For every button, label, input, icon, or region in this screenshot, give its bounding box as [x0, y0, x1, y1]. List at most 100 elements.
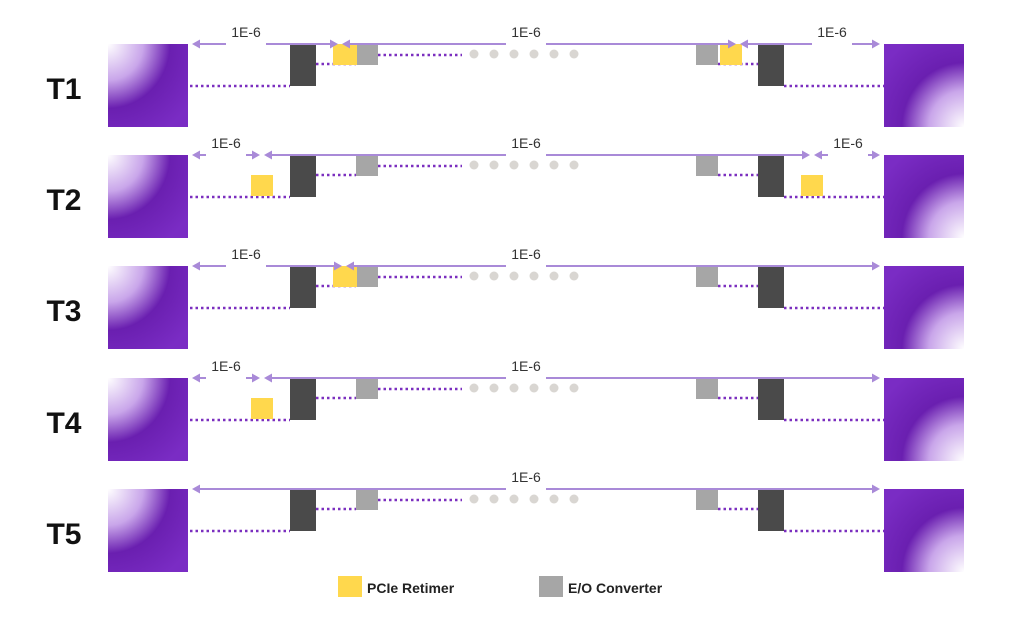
- arrow-head-icon: [346, 261, 354, 271]
- fiber-dot: [469, 49, 479, 59]
- fiber-dot: [529, 49, 539, 59]
- link-label: 1E-6: [211, 135, 241, 151]
- fiber-dot: [509, 383, 519, 393]
- arrow-head-icon: [814, 150, 822, 160]
- arrow-head-icon: [872, 484, 880, 494]
- arrow-head-icon: [802, 150, 810, 160]
- eo-converter-right: [696, 489, 718, 510]
- link-label: 1E-6: [511, 246, 541, 262]
- link-label: 1E-6: [231, 24, 261, 40]
- legend: PCIe Retimer E/O Converter: [338, 576, 663, 597]
- eo-converter-right: [696, 266, 718, 287]
- arrow-head-icon: [330, 39, 338, 49]
- row-label-t4: T4: [46, 407, 81, 440]
- link-label: 1E-6: [511, 358, 541, 374]
- left-node-icon: [108, 378, 188, 461]
- left-node-icon: [108, 266, 188, 349]
- eo-converter-left: [356, 44, 378, 65]
- arrow-head-icon: [192, 373, 200, 383]
- arrow-head-icon: [342, 39, 350, 49]
- left-node-icon: [108, 44, 188, 127]
- fiber-dot: [529, 383, 539, 393]
- arrow-head-icon: [192, 261, 200, 271]
- fiber-dot: [569, 494, 579, 504]
- fiber-dot: [549, 160, 559, 170]
- link-label: 1E-6: [511, 24, 541, 40]
- fiber-dot: [489, 383, 499, 393]
- retimer-outer-left: [251, 398, 273, 419]
- retimer-outer-left: [251, 175, 273, 196]
- fiber-dot: [489, 271, 499, 281]
- link-label: 1E-6: [833, 135, 863, 151]
- link-label: 1E-6: [511, 135, 541, 151]
- eo-converter-left: [356, 489, 378, 510]
- eo-converter-right: [696, 44, 718, 65]
- fiber-dot: [549, 49, 559, 59]
- arrow-head-icon: [872, 373, 880, 383]
- fiber-dot: [509, 160, 519, 170]
- left-node-icon: [108, 155, 188, 238]
- retimer-inner-left: [333, 266, 357, 287]
- arrow-head-icon: [872, 261, 880, 271]
- switch-block-right: [758, 266, 784, 308]
- row-label-t1: T1: [46, 73, 81, 106]
- arrow-head-icon: [740, 39, 748, 49]
- switch-block-left: [290, 155, 316, 197]
- arrow-head-icon: [872, 39, 880, 49]
- fiber-dot: [569, 383, 579, 393]
- arrow-head-icon: [192, 39, 200, 49]
- row-label-t3: T3: [46, 295, 81, 328]
- eo-converter-left: [356, 378, 378, 399]
- legend-swatch-eo-converter: [539, 576, 563, 597]
- fiber-dot: [489, 160, 499, 170]
- switch-block-left: [290, 489, 316, 531]
- left-node-icon: [108, 489, 188, 572]
- eo-converter-left: [356, 155, 378, 176]
- arrow-head-icon: [192, 484, 200, 494]
- eo-converter-right: [696, 378, 718, 399]
- eo-converter-right: [696, 155, 718, 176]
- switch-block-right: [758, 155, 784, 197]
- link-label: 1E-6: [211, 358, 241, 374]
- right-node-icon: [884, 378, 964, 461]
- fiber-dot: [489, 494, 499, 504]
- switch-block-right: [758, 44, 784, 86]
- arrow-head-icon: [334, 261, 342, 271]
- row-label-t5: T5: [46, 518, 81, 551]
- fiber-dot: [549, 383, 559, 393]
- fiber-dot: [469, 160, 479, 170]
- arrow-head-icon: [252, 373, 260, 383]
- arrow-head-icon: [192, 150, 200, 160]
- fiber-dot: [569, 160, 579, 170]
- fiber-dot: [569, 271, 579, 281]
- fiber-dot: [469, 383, 479, 393]
- fiber-dot: [549, 271, 559, 281]
- fiber-dot: [529, 494, 539, 504]
- link-label: 1E-6: [817, 24, 847, 40]
- retimer-inner-left: [333, 44, 357, 65]
- fiber-dot: [509, 494, 519, 504]
- link-label: 1E-6: [511, 469, 541, 485]
- fiber-dot: [489, 49, 499, 59]
- fiber-dot: [529, 160, 539, 170]
- arrow-head-icon: [728, 39, 736, 49]
- fiber-dot: [569, 49, 579, 59]
- retimer-outer-right: [801, 175, 823, 196]
- legend-swatch-retimer: [338, 576, 362, 597]
- fiber-dot: [529, 271, 539, 281]
- fiber-dot: [469, 494, 479, 504]
- fiber-dot: [509, 271, 519, 281]
- legend-label-retimer: PCIe Retimer: [367, 580, 455, 596]
- fiber-dot: [549, 494, 559, 504]
- arrow-head-icon: [872, 150, 880, 160]
- switch-block-right: [758, 378, 784, 420]
- arrow-head-icon: [264, 150, 272, 160]
- right-node-icon: [884, 489, 964, 572]
- link-label: 1E-6: [231, 246, 261, 262]
- legend-label-eo-converter: E/O Converter: [568, 580, 663, 596]
- switch-block-left: [290, 378, 316, 420]
- fiber-dot: [509, 49, 519, 59]
- switch-block-right: [758, 489, 784, 531]
